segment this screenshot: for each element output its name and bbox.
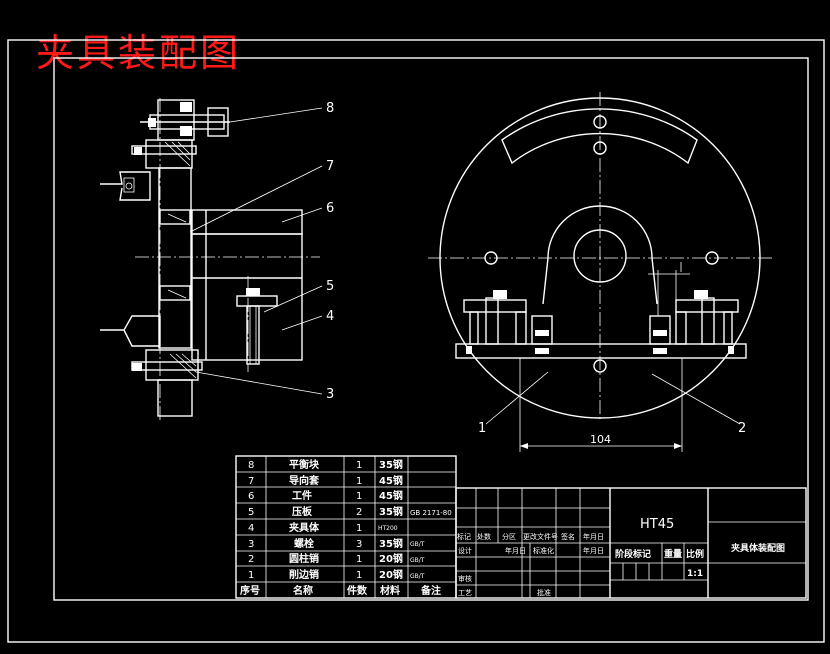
bom-row-qty: 1 (356, 476, 362, 487)
title-block (455, 487, 807, 599)
bom-row-name: 压板 (292, 505, 313, 518)
tb-date2: 年月日 (505, 546, 526, 555)
tb-stage-mark: 阶段标记 (615, 548, 651, 560)
bom-row-no: 4 (248, 523, 254, 534)
bom-header-mat: 材料 (380, 584, 400, 597)
bom-row-mat: HT200 (378, 525, 398, 532)
tb-scale-label: 比例 (686, 548, 704, 560)
leader-label-5: 5 (326, 279, 334, 294)
bom-row-note: GB/T (410, 541, 425, 548)
bom-row-qty: 1 (356, 523, 362, 534)
tb-sign: 签名 (561, 532, 575, 541)
tb-count: 处数 (477, 532, 491, 541)
bom-table (235, 455, 457, 599)
leader-label-6: 6 (326, 201, 334, 216)
tb-weight: 重量 (664, 548, 682, 560)
bom-row-name: 平衡块 (289, 458, 320, 471)
tb-drawing-name: 夹具体装配图 (731, 542, 785, 554)
bom-row-name: 螺栓 (294, 537, 314, 550)
leader-label-4: 4 (326, 309, 334, 324)
bom-row-name: 圆柱销 (289, 552, 319, 565)
bom-row-mat: 45钢 (379, 474, 403, 487)
tb-scale-value: 1:1 (687, 569, 703, 579)
tb-check: 审核 (458, 574, 472, 583)
leader-label-8: 8 (326, 101, 334, 116)
tb-mark: 标记 (457, 532, 471, 541)
leader-label-1: 1 (478, 421, 486, 436)
dimension-104: 104 (590, 433, 611, 446)
bom-row-mat: 35钢 (379, 458, 403, 471)
bom-row-mat: 20钢 (379, 568, 403, 581)
bom-row-note: GB 2171-80 (410, 509, 452, 517)
bom-row-note: GB/T (410, 573, 425, 580)
bom-row-no: 3 (248, 539, 254, 550)
side-view-leaders (189, 107, 323, 395)
bom-row-qty: 2 (356, 507, 362, 518)
bom-row-mat: 35钢 (379, 505, 403, 518)
leader-label-3: 3 (326, 387, 334, 402)
bom-header-name: 名称 (293, 584, 313, 597)
bom-row-name: 夹具体 (289, 521, 320, 534)
bom-row-name: 削边销 (289, 568, 319, 581)
bom-row-name: 工件 (292, 489, 312, 502)
side-view (100, 98, 320, 422)
tb-standard: 标准化 (533, 546, 554, 555)
bom-row-no: 7 (248, 476, 254, 487)
bom-row-no: 6 (248, 491, 254, 502)
bom-row-mat: 35钢 (379, 537, 403, 550)
bom-header-note: 备注 (420, 584, 441, 597)
bom-row-qty: 1 (356, 570, 362, 581)
bom-row-no: 2 (248, 554, 254, 565)
inner-frame (53, 57, 809, 601)
tb-material: HT45 (640, 517, 674, 532)
bom-header-qty: 件数 (347, 584, 368, 597)
bom-row-no: 5 (248, 507, 254, 518)
tb-change-doc: 更改文件号 (523, 532, 558, 541)
leader-label-7: 7 (326, 159, 334, 174)
tb-design: 设计 (458, 546, 472, 555)
tb-date: 年月日 (583, 532, 604, 541)
bom-row-qty: 1 (356, 460, 362, 471)
bom-row-qty: 3 (356, 539, 362, 550)
bom-row-note: GB/T (410, 557, 425, 564)
bom-row-no: 1 (248, 570, 254, 581)
tb-zone: 分区 (502, 532, 516, 541)
bom-header-no: 序号 (240, 584, 260, 597)
bom-row-mat: 20钢 (379, 552, 403, 565)
front-view (428, 92, 772, 452)
bom-row-no: 8 (248, 460, 254, 471)
leader-label-2: 2 (738, 421, 746, 436)
tb-process: 工艺 (458, 589, 472, 597)
bom-row-name: 导向套 (289, 474, 320, 487)
bom-row-qty: 1 (356, 554, 362, 565)
bom-row-qty: 1 (356, 491, 362, 502)
bom-row-mat: 45钢 (379, 489, 403, 502)
tb-date3: 年月日 (583, 546, 604, 555)
outer-border (7, 39, 825, 643)
tb-approve: 批准 (537, 588, 551, 597)
